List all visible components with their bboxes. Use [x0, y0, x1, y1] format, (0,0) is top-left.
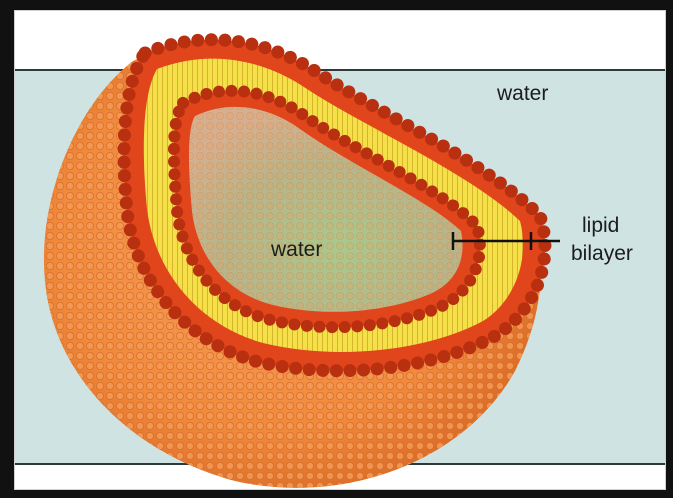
liposome-illustration	[15, 11, 665, 489]
label-water-inside: water	[271, 239, 322, 260]
label-lipid: lipid	[582, 215, 619, 236]
figure-frame: water water lipid bilayer	[14, 10, 666, 490]
label-water-outside: water	[497, 83, 548, 104]
label-bilayer: bilayer	[571, 243, 633, 264]
